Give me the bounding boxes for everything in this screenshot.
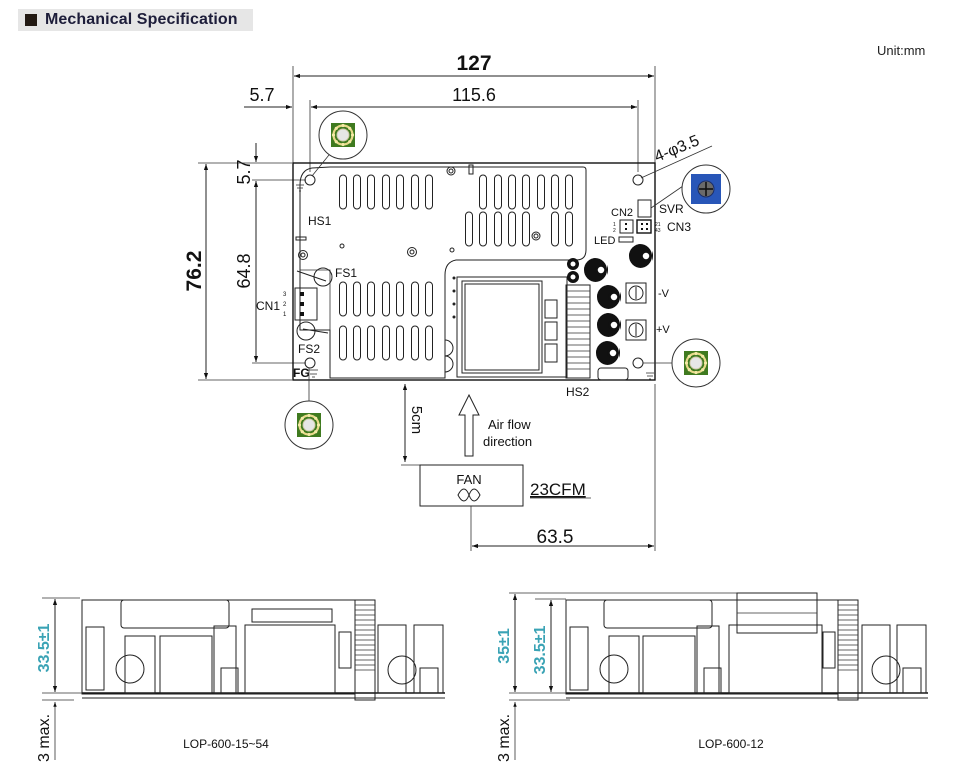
dim-overall-height: 76.2 bbox=[183, 162, 292, 381]
pos-v-label: +V bbox=[656, 324, 670, 336]
vent-slots-upper-right bbox=[465, 174, 573, 247]
connector-cn1 bbox=[294, 287, 318, 321]
dim-64-8-label: 64.8 bbox=[234, 253, 254, 288]
dim-76-2-label: 76.2 bbox=[183, 251, 206, 292]
hs2-label: HS2 bbox=[566, 385, 590, 399]
side-view-lop-600-12: 35±1 33.5±1 3 max. LOP-600-12 bbox=[496, 592, 928, 762]
fg-label: FG bbox=[293, 366, 310, 380]
height-dim-label-2: 33.5±1 bbox=[532, 625, 549, 674]
connector-cn2 bbox=[619, 219, 634, 234]
airflow-label-line1: Air flow bbox=[488, 417, 531, 432]
fan-label: FAN bbox=[456, 472, 481, 487]
connector-cn3 bbox=[636, 219, 652, 234]
trim-pot-neg bbox=[625, 282, 647, 304]
led-indicator bbox=[618, 236, 634, 243]
led-label: LED bbox=[594, 235, 615, 247]
svr-component bbox=[637, 199, 652, 218]
outer-height-dim-label-2: 35±1 bbox=[496, 628, 513, 664]
cn3-label: CN3 bbox=[667, 220, 691, 234]
clearance-dim-label-1: 3 max. bbox=[36, 714, 53, 762]
dim-5-7-y-label: 5.7 bbox=[234, 159, 254, 184]
fan-distance-label: 5cm bbox=[408, 406, 425, 434]
cn3-pins-bottom: 43 bbox=[655, 228, 661, 234]
fuse-fs1 bbox=[313, 267, 333, 287]
cn3-pins-top: 21 bbox=[655, 222, 661, 228]
header-square-icon bbox=[25, 14, 37, 26]
dim-overall-width: 127 bbox=[292, 52, 656, 168]
cn1-pin-3: 3 bbox=[283, 292, 287, 298]
output-capacitors bbox=[567, 242, 655, 367]
section-header: Mechanical Specification bbox=[18, 9, 253, 31]
cn1-label: CN1 bbox=[256, 299, 280, 313]
section-title: Mechanical Specification bbox=[45, 11, 238, 28]
svr-label: SVR bbox=[659, 202, 684, 216]
fan-icon bbox=[457, 488, 481, 502]
model-label-1: LOP-600-15~54 bbox=[183, 737, 269, 751]
pad-callout-bottom-right bbox=[643, 338, 721, 388]
cn2-pin-1: 1 bbox=[613, 222, 616, 228]
airflow-section: 5cm Air flow direction FAN 23CFM 63.5 bbox=[401, 384, 656, 551]
vent-slots-lower bbox=[339, 281, 433, 361]
cn2-label: CN2 bbox=[611, 207, 633, 219]
dim-127-label: 127 bbox=[456, 52, 491, 75]
mounting-hole bbox=[304, 174, 316, 186]
trim-pot-pos bbox=[625, 319, 647, 341]
mounting-hole bbox=[632, 357, 644, 369]
cn2-pin-2: 2 bbox=[613, 228, 616, 234]
dim-5-7-x-label: 5.7 bbox=[249, 85, 274, 105]
dim-115-6-label: 115.6 bbox=[452, 85, 496, 105]
fan-box bbox=[419, 464, 524, 507]
cn1-pin-1: 1 bbox=[283, 312, 287, 318]
fan-offset-label: 63.5 bbox=[537, 527, 574, 548]
model-label-2: LOP-600-12 bbox=[698, 737, 764, 751]
fs2-label: FS2 bbox=[298, 342, 320, 356]
dim-hole-pitch-x: 115.6 5.7 bbox=[244, 85, 639, 172]
clearance-dim-label-2: 3 max. bbox=[496, 714, 513, 762]
airflow-arrow-icon bbox=[458, 393, 480, 457]
mounting-holes-label: 4-φ3.5 bbox=[652, 132, 702, 165]
mounting-hole bbox=[304, 357, 316, 369]
cn1-pin-2: 2 bbox=[283, 302, 287, 308]
vent-slots-upper-left bbox=[339, 174, 433, 210]
fan-cfm-label: 23CFM bbox=[530, 480, 586, 499]
pad-callout-top-left bbox=[311, 110, 368, 177]
pad-callout-bottom-left bbox=[284, 368, 334, 450]
hs1-label: HS1 bbox=[308, 214, 332, 228]
mounting-hole bbox=[632, 174, 644, 186]
side-view-lop-600-15-54: 33.5±1 3 max. LOP-600-15~54 bbox=[36, 597, 445, 762]
airflow-label-line2: direction bbox=[483, 434, 532, 449]
dim-hole-pitch-y: 64.8 5.7 bbox=[234, 143, 306, 364]
neg-v-label: -V bbox=[658, 288, 670, 300]
pcb-top-view: -V +V FS1 FS2 CN1 3 2 1 HS1 HS2 FG bbox=[256, 132, 713, 399]
height-dim-label-1: 33.5±1 bbox=[36, 623, 53, 672]
hs2-fins bbox=[565, 284, 591, 379]
fuse-fs2 bbox=[296, 321, 316, 341]
svr-callout bbox=[681, 164, 731, 214]
fs1-label: FS1 bbox=[335, 266, 357, 280]
unit-label: Unit:mm bbox=[877, 43, 926, 58]
